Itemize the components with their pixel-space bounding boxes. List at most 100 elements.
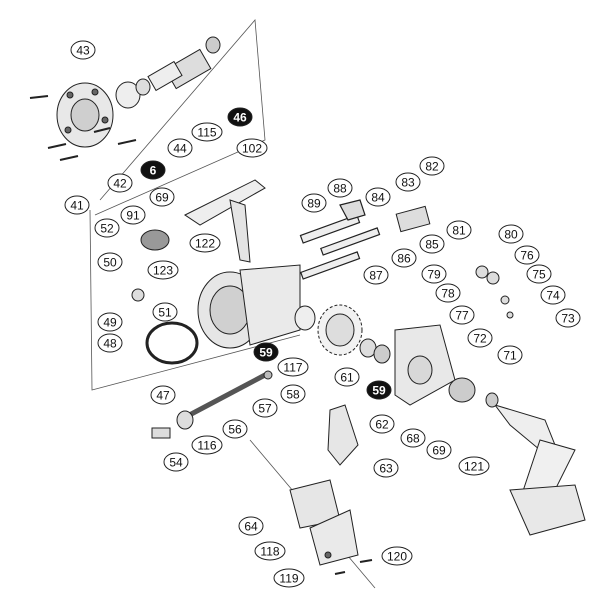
reel-foot <box>289 479 373 575</box>
callout-82: 82 <box>419 156 445 176</box>
callout-number: 64 <box>244 520 258 534</box>
callout-bubble <box>458 456 490 476</box>
callout-75: 75 <box>526 264 552 284</box>
callout-bubble <box>391 248 417 268</box>
callout-bubble <box>238 516 264 536</box>
callout-bubble <box>94 218 120 238</box>
callout-number: 58 <box>286 388 300 402</box>
callout-number: 78 <box>441 287 455 301</box>
callout-62: 62 <box>369 414 395 434</box>
callout-bubble <box>426 440 452 460</box>
callout-number: 51 <box>158 306 172 320</box>
callout-layer: 4364411546424110291695212212350494851478… <box>64 40 581 588</box>
callout-6: 6 <box>140 160 166 180</box>
callout-42: 42 <box>107 173 133 193</box>
callout-44: 44 <box>167 138 193 158</box>
callout-118: 118 <box>254 541 286 561</box>
callout-78: 78 <box>435 283 461 303</box>
callout-number: 46 <box>233 111 247 125</box>
callout-number: 74 <box>546 289 560 303</box>
callout-number: 62 <box>375 418 389 432</box>
callout-bubble <box>163 452 189 472</box>
callout-number: 72 <box>473 332 487 346</box>
callout-59: 59 <box>253 342 279 362</box>
callout-bubble <box>149 187 175 207</box>
callout-bubble <box>167 138 193 158</box>
callout-number: 81 <box>452 224 466 238</box>
callout-number: 68 <box>406 432 420 446</box>
callout-number: 61 <box>340 371 354 385</box>
callout-120: 120 <box>381 546 413 566</box>
callout-47: 47 <box>150 385 176 405</box>
callout-number: 120 <box>387 550 407 564</box>
callout-bubble <box>421 264 447 284</box>
callout-64: 64 <box>238 516 264 536</box>
main-shaft-worm <box>151 370 273 439</box>
callout-number: 57 <box>258 402 272 416</box>
callout-bubble <box>365 187 391 207</box>
callout-bubble <box>419 156 445 176</box>
callout-bubble <box>97 312 123 332</box>
callout-number: 59 <box>372 384 386 398</box>
callout-bubble <box>97 252 123 272</box>
o-ring-47 <box>145 321 199 365</box>
callout-88: 88 <box>327 178 353 198</box>
callout-54: 54 <box>163 452 189 472</box>
callout-115: 115 <box>191 122 223 142</box>
callout-61: 61 <box>334 367 360 387</box>
callout-number: 79 <box>427 268 441 282</box>
callout-117: 117 <box>277 357 309 377</box>
drive-gear <box>294 304 391 364</box>
callout-52: 52 <box>94 218 120 238</box>
callout-bubble <box>97 333 123 353</box>
callout-number: 82 <box>425 160 439 174</box>
callout-number: 102 <box>242 142 262 156</box>
callout-number: 43 <box>76 44 90 58</box>
callout-number: 117 <box>283 361 302 375</box>
callout-bubble <box>395 172 421 192</box>
callout-85: 85 <box>419 234 445 254</box>
callout-46: 46 <box>227 107 253 127</box>
callout-bubble <box>497 345 523 365</box>
callout-41: 41 <box>64 195 90 215</box>
callout-83: 83 <box>395 172 421 192</box>
callout-bubble <box>526 264 552 284</box>
callout-81: 81 <box>446 220 472 240</box>
callout-bubble <box>252 398 278 418</box>
spool-drag-part <box>56 82 114 148</box>
callout-number: 73 <box>561 312 575 326</box>
callout-number: 87 <box>369 269 383 283</box>
screws-left <box>29 95 137 161</box>
callout-number: 6 <box>150 164 157 178</box>
callout-number: 47 <box>156 389 170 403</box>
callout-bubble <box>555 308 581 328</box>
callout-58: 58 <box>280 384 306 404</box>
callout-number: 75 <box>532 268 546 282</box>
callout-number: 56 <box>228 423 242 437</box>
callout-bubble <box>277 357 309 377</box>
bail-spring-part <box>131 229 170 302</box>
callout-number: 77 <box>455 309 469 323</box>
callout-bubble <box>540 285 566 305</box>
callout-number: 119 <box>279 572 298 586</box>
callout-number: 115 <box>197 126 216 140</box>
callout-121: 121 <box>458 456 490 476</box>
reel-body <box>197 264 301 349</box>
callout-bubble <box>467 328 493 348</box>
callout-bubble <box>222 419 248 439</box>
callout-50: 50 <box>97 252 123 272</box>
callout-number: 118 <box>260 545 279 559</box>
callout-bubble <box>191 435 223 455</box>
callout-number: 86 <box>397 252 411 266</box>
callout-number: 48 <box>103 337 117 351</box>
handle-arm-top <box>184 179 266 263</box>
callout-bubble <box>381 546 413 566</box>
callout-86: 86 <box>391 248 417 268</box>
callout-bubble <box>189 233 221 253</box>
callout-number: 88 <box>333 182 347 196</box>
callout-number: 63 <box>379 462 393 476</box>
callout-80: 80 <box>498 224 524 244</box>
callout-bubble <box>254 541 286 561</box>
